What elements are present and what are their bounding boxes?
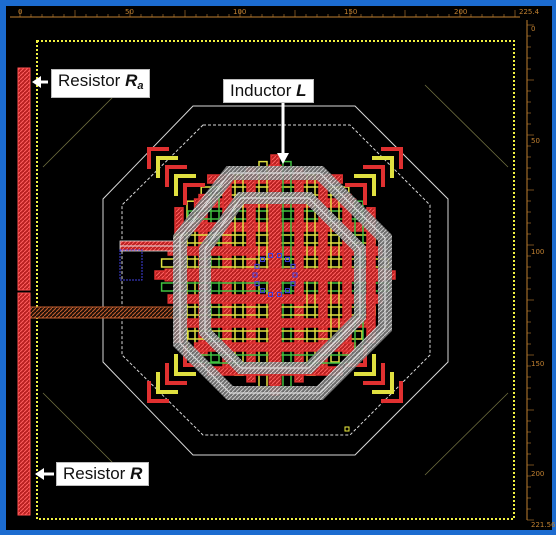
metal-fill-corner: [156, 156, 178, 178]
top-ruler: 0 50 100 150 200 225.4: [10, 8, 540, 18]
via: [254, 263, 260, 269]
via: [290, 281, 296, 287]
metal-fill-center-horizontal: [164, 268, 386, 282]
label-resistor-r: Resistor R: [56, 462, 150, 486]
inductor-spiral[interactable]: [120, 166, 392, 400]
metal-fill-corner: [363, 363, 385, 385]
metal-fill-corner: [165, 165, 187, 187]
label-inductor-symbol: L: [296, 81, 307, 100]
label-resistor-r-prefix: Resistor: [63, 464, 131, 483]
via: [284, 256, 290, 262]
via: [276, 253, 282, 259]
right-ruler-label-200: 200: [531, 470, 544, 478]
guide-lines: [42, 84, 509, 476]
label-inductor: Inductor L: [223, 79, 314, 103]
metal-fill-corner: [156, 372, 178, 394]
via: [292, 272, 298, 278]
test-pad[interactable]: [344, 426, 350, 432]
top-ruler-label-150: 150: [344, 8, 357, 16]
metal-fill-corner: [354, 354, 376, 376]
metal-fill-corner: [372, 156, 394, 178]
metal-fill-corner: [354, 174, 376, 196]
via: [260, 288, 266, 294]
resistor-r[interactable]: [17, 292, 31, 516]
label-resistor-ra-subscript: a: [137, 80, 144, 92]
via: [284, 288, 290, 294]
via: [268, 291, 274, 297]
right-ruler-label-50: 50: [531, 137, 540, 145]
metal-fill-corner: [174, 174, 196, 196]
metal-fill-corner: [381, 381, 403, 403]
label-resistor-ra-symbol: R: [125, 71, 138, 90]
via: [268, 253, 274, 259]
metal-fill-corner: [183, 183, 205, 205]
label-resistor-r-symbol: R: [130, 464, 143, 483]
right-ruler: 0 50 100 150 200 221.56: [526, 20, 556, 529]
top-ruler-label-200: 200: [454, 8, 467, 16]
chip-boundary[interactable]: [36, 40, 515, 520]
top-ruler-label-0: 0: [18, 8, 22, 16]
callout-arrows: [32, 76, 289, 480]
right-ruler-label-150: 150: [531, 360, 544, 368]
via: [276, 291, 282, 297]
via: [260, 256, 266, 262]
right-ruler-label-0: 0: [531, 25, 535, 33]
metal-fill-corner: [345, 183, 367, 205]
via: [290, 263, 296, 269]
metal-fill-corner: [363, 165, 385, 187]
metal-fill-corner: [165, 363, 187, 385]
via: [252, 272, 258, 278]
metal-fill-corner: [174, 354, 196, 376]
metal-fill-corner: [147, 381, 169, 403]
resistor-ra[interactable]: [17, 67, 31, 291]
metal-fill-corner: [372, 372, 394, 394]
metal-fill-corner: [147, 147, 169, 169]
top-ruler-label-100: 100: [233, 8, 246, 16]
guard-ring-outer[interactable]: [102, 105, 449, 456]
label-resistor-ra-prefix: Resistor: [58, 71, 126, 90]
top-ruler-label-max: 225.4: [519, 8, 540, 16]
label-inductor-prefix: Inductor: [230, 81, 297, 100]
metal-fill-corner: [381, 147, 403, 169]
label-resistor-ra: Resistor Ra: [51, 69, 151, 98]
via: [254, 281, 260, 287]
top-ruler-label-50: 50: [125, 8, 134, 16]
right-ruler-label-100: 100: [531, 248, 544, 256]
feed-line-r[interactable]: [17, 306, 181, 319]
right-ruler-label-max: 221.56: [531, 521, 556, 529]
via-block[interactable]: [119, 249, 143, 281]
